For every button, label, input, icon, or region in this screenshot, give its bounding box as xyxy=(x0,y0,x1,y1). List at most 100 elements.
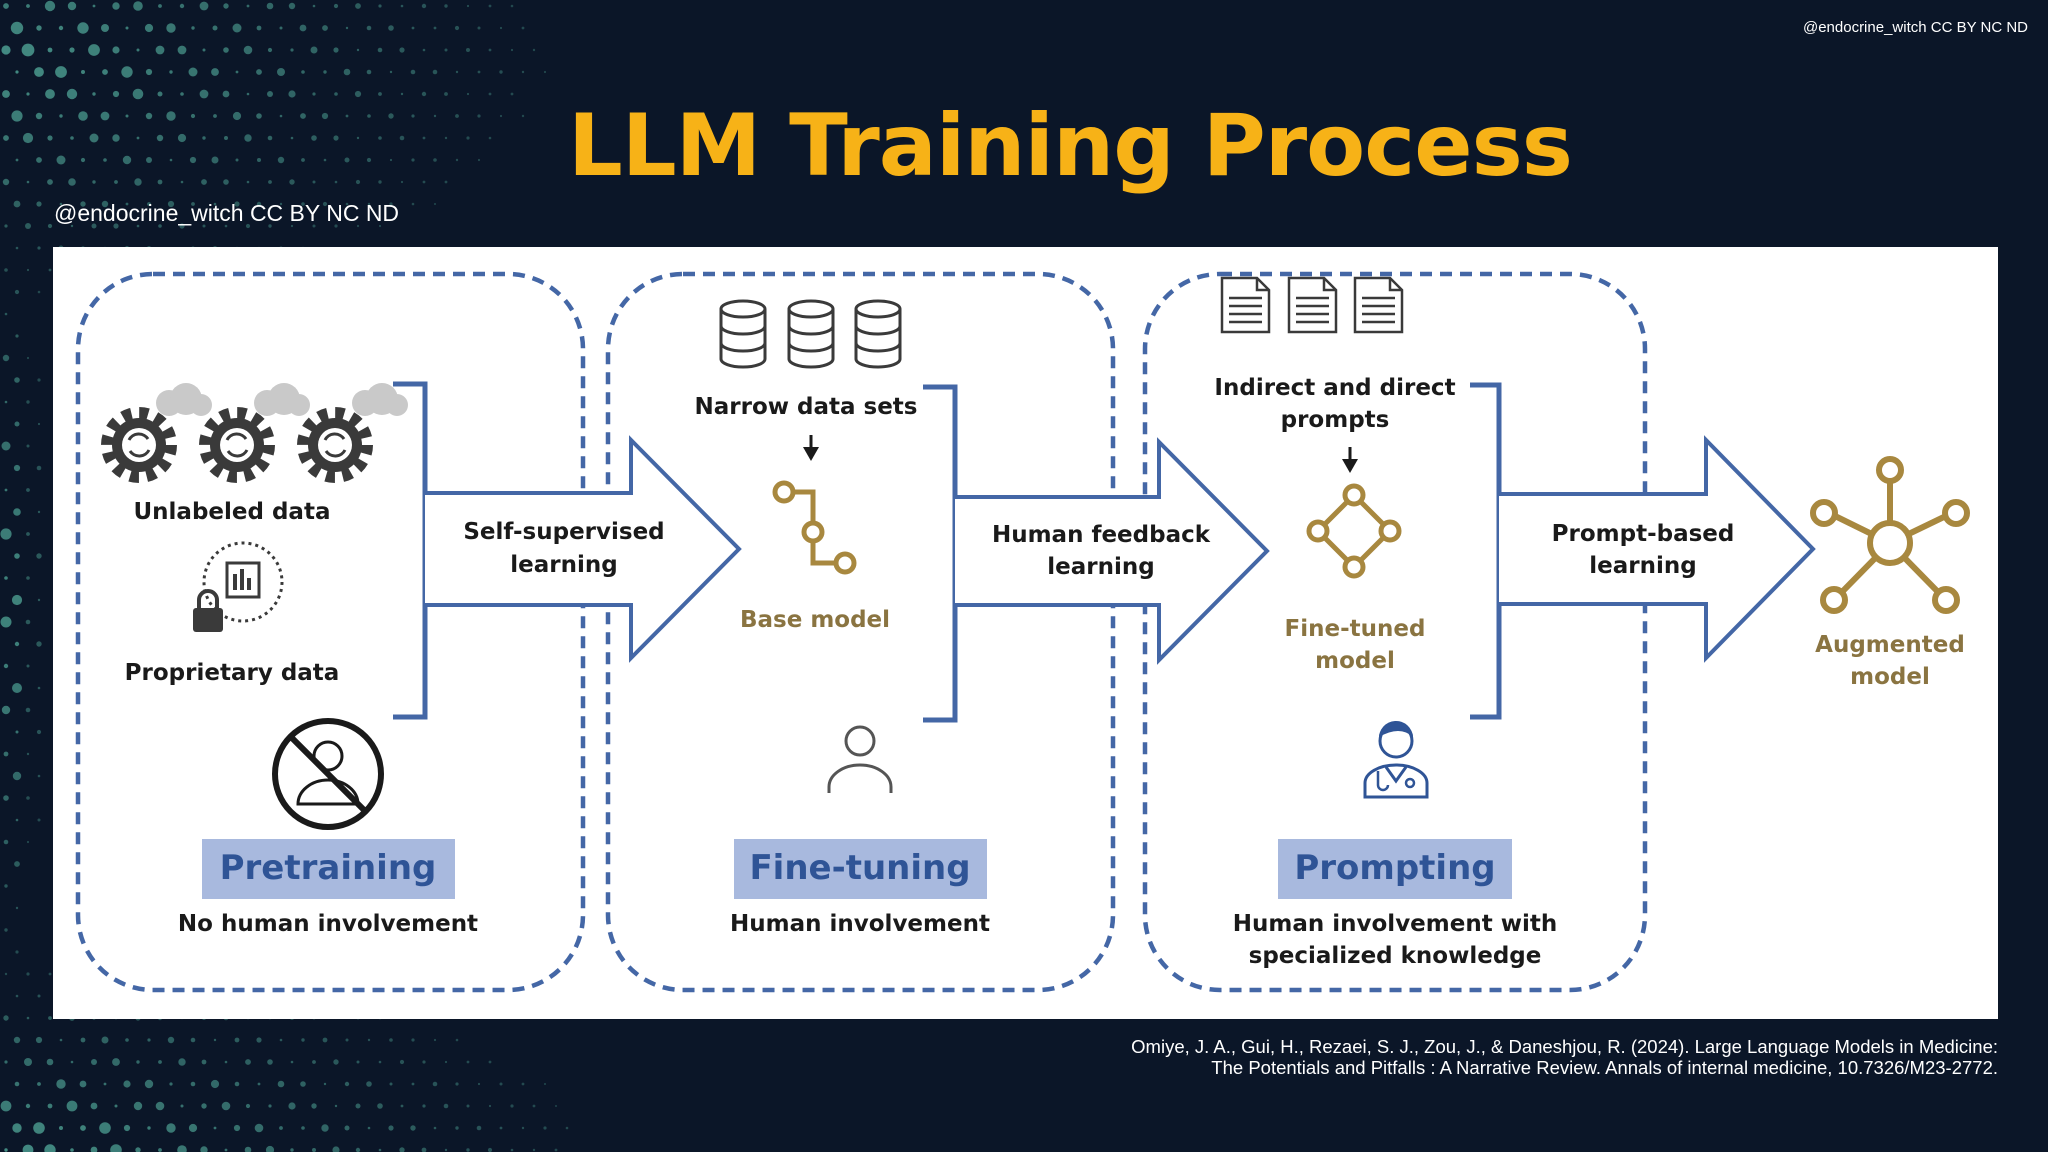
decorative-dot xyxy=(21,43,35,57)
decorative-dot xyxy=(421,3,427,9)
decorative-dot xyxy=(267,91,273,97)
decorative-dot xyxy=(213,114,217,118)
prompt-based-arrow xyxy=(1499,435,1816,663)
decorative-dot xyxy=(47,1103,53,1109)
decorative-dot xyxy=(256,113,262,119)
decorative-dot xyxy=(99,1122,111,1134)
decorative-dot xyxy=(103,1082,107,1086)
decorative-dot xyxy=(147,202,151,206)
decorative-dot xyxy=(389,202,393,206)
decorative-dot xyxy=(333,135,339,141)
prompt-based-label-2: learning xyxy=(1589,553,1696,579)
decorative-dot xyxy=(167,200,175,208)
decorative-dot xyxy=(66,88,78,100)
decorative-dot xyxy=(246,4,250,8)
decorative-dot xyxy=(188,1123,198,1133)
decorative-dot xyxy=(144,23,154,33)
decorative-dot xyxy=(135,1147,141,1152)
prompting-bracket xyxy=(1470,382,1502,720)
decorative-dot xyxy=(444,48,448,52)
decorative-dot xyxy=(36,157,42,163)
decorative-dot xyxy=(477,70,481,74)
decorative-dot xyxy=(4,268,8,272)
gear-cloud-icon xyxy=(199,383,310,483)
decorative-dot xyxy=(167,1036,175,1044)
decorative-dot xyxy=(47,135,53,141)
decorative-dot xyxy=(4,928,8,932)
decorative-dot xyxy=(36,25,42,31)
decorative-dot xyxy=(36,465,42,471)
decorative-dot xyxy=(411,26,415,30)
decorative-dot xyxy=(121,66,133,78)
decorative-dot xyxy=(26,796,30,800)
decorative-dot xyxy=(411,202,415,206)
decorative-dot xyxy=(443,1103,449,1109)
decorative-dot xyxy=(15,730,19,734)
decorative-dot xyxy=(234,201,240,207)
decorative-dot xyxy=(190,1081,196,1087)
decorative-dot xyxy=(177,133,187,143)
decorative-dot xyxy=(366,157,372,163)
decorative-dot xyxy=(191,202,195,206)
decorative-dot xyxy=(400,4,404,8)
decorative-dot xyxy=(233,1124,241,1132)
decorative-dot xyxy=(146,157,152,163)
decorative-dot xyxy=(112,134,120,142)
database-icon xyxy=(787,299,835,369)
decorative-dot xyxy=(477,158,481,162)
pretraining-bracket xyxy=(393,381,428,720)
decorative-dot xyxy=(444,4,448,8)
decorative-dot xyxy=(36,729,42,735)
prompting-stage-box xyxy=(1142,271,1648,993)
decorative-dot xyxy=(256,25,262,31)
decorative-dot xyxy=(14,553,20,559)
decorative-dot xyxy=(189,156,197,164)
decorative-dot xyxy=(299,24,307,32)
decorative-dot xyxy=(101,24,109,32)
decorative-dot xyxy=(378,92,382,96)
decorative-dot xyxy=(59,1126,63,1130)
decorative-dot xyxy=(354,90,362,98)
decorative-dot xyxy=(92,4,96,8)
decorative-dot xyxy=(133,1101,143,1111)
decorative-dot xyxy=(521,70,525,74)
decorative-dot xyxy=(466,1104,470,1108)
decorative-dot xyxy=(499,114,503,118)
decorative-dot xyxy=(421,1147,427,1152)
decorative-dot xyxy=(1,441,11,451)
database-icon xyxy=(854,299,902,369)
decorative-dot xyxy=(69,47,75,53)
decorative-dot xyxy=(543,70,547,74)
decorative-dot xyxy=(56,155,66,165)
decorative-dot xyxy=(56,1079,66,1089)
decorative-dot xyxy=(26,840,30,844)
decorative-dot xyxy=(300,113,306,119)
decorative-dot xyxy=(434,203,436,205)
human-feedback-arrow xyxy=(955,437,1270,665)
decorative-dot xyxy=(235,70,239,74)
decorative-dot xyxy=(521,1082,525,1086)
decorative-dot xyxy=(532,1148,536,1152)
decorative-dot xyxy=(246,92,250,96)
decorative-dot xyxy=(268,224,272,228)
decorative-dot xyxy=(37,290,41,294)
self-supervised-arrow xyxy=(425,435,742,663)
decorative-dot xyxy=(15,906,19,910)
decorative-dot xyxy=(70,1148,74,1152)
decorative-dot xyxy=(15,246,19,250)
decorative-dot xyxy=(510,4,514,8)
decorative-dot xyxy=(37,510,41,514)
decorative-dot xyxy=(88,44,100,56)
decorative-dot xyxy=(222,90,230,98)
decorative-dot xyxy=(543,1126,547,1130)
decorative-dot xyxy=(432,1081,438,1087)
decorative-dot xyxy=(322,201,328,207)
decorative-dot xyxy=(422,1060,426,1064)
decorative-dot xyxy=(455,1126,459,1130)
pretraining-label-box xyxy=(202,839,455,899)
decorative-dot xyxy=(378,4,382,8)
finetuning-label-box xyxy=(734,839,987,899)
decorative-dot xyxy=(433,1038,437,1042)
decorative-dot xyxy=(421,91,427,97)
decorative-dot xyxy=(256,1037,262,1043)
